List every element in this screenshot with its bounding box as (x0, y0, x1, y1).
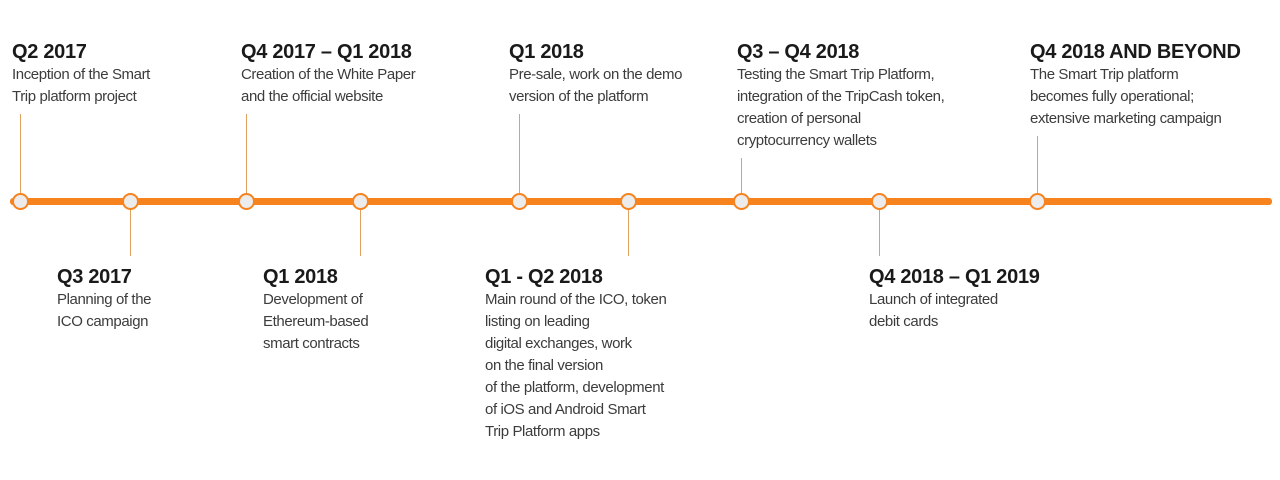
timeline-axis-line (10, 198, 1272, 205)
milestone-connector (879, 209, 880, 256)
milestone-connector (130, 209, 131, 256)
milestone-node (237, 192, 255, 210)
milestone-title: Q4 2018 AND BEYOND (1030, 41, 1241, 63)
milestone-description-line: on the final version (485, 357, 603, 374)
milestone-description-line: of the platform, development (485, 379, 664, 396)
milestone-description-line: Launch of integrated (869, 291, 998, 308)
milestone-description-line: smart contracts (263, 335, 360, 352)
milestone-description-line: Trip platform project (12, 88, 137, 105)
milestone-connector (1037, 136, 1038, 193)
milestone-node (870, 192, 888, 210)
milestone-connector (741, 158, 742, 193)
milestone-description-line: Creation of the White Paper (241, 66, 416, 83)
milestone-description: Pre-sale, work on the demo version of the… (509, 64, 682, 108)
milestone-node (1028, 192, 1046, 210)
milestone-description-line: creation of personal (737, 110, 861, 127)
milestone-node (11, 192, 29, 210)
milestone-description-line: version of the platform (509, 88, 649, 105)
milestone-node (121, 192, 139, 210)
milestone-title: Q1 - Q2 2018 (485, 266, 603, 288)
milestone-title: Q2 2017 (12, 41, 87, 63)
milestone-description-line: and the official website (241, 88, 383, 105)
milestone-description-line: debit cards (869, 313, 938, 330)
milestone-description-line: Trip Platform apps (485, 423, 600, 440)
milestone-title: Q1 2018 (263, 266, 338, 288)
milestone-title: Q4 2018 – Q1 2019 (869, 266, 1040, 288)
milestone-connector (628, 209, 629, 256)
milestone-description-line: becomes fully operational; (1030, 88, 1194, 105)
milestone-description: Testing the Smart Trip Platform, integrat… (737, 64, 945, 152)
milestone-description: The Smart Trip platform becomes fully ope… (1030, 64, 1241, 130)
milestone-description-line: listing on leading (485, 313, 590, 330)
milestone-description-line: Main round of the ICO, token (485, 291, 667, 308)
milestone-node (510, 192, 528, 210)
milestone-description-line: Ethereum-based (263, 313, 369, 330)
milestone-title: Q4 2017 – Q1 2018 (241, 41, 412, 63)
milestone-node (619, 192, 637, 210)
milestone-description-line: integration of the TripCash token, (737, 88, 945, 105)
milestone-description-line: of iOS and Android Smart (485, 401, 646, 418)
milestone-connector (20, 114, 21, 193)
milestone-description-line: The Smart Trip platform (1030, 66, 1179, 83)
milestone-description: Creation of the White Paper and the offic… (241, 64, 416, 108)
milestone-description: Development of Ethereum-based smart contra… (263, 289, 369, 355)
milestone-description-line: extensive marketing campaign (1030, 110, 1222, 127)
milestone-connector (246, 114, 247, 193)
milestone-description-line: Testing the Smart Trip Platform, (737, 66, 935, 83)
milestone-description: Launch of integrated debit cards (869, 289, 1040, 333)
milestone-connector (360, 209, 361, 256)
milestone-node (351, 192, 369, 210)
milestone-title: Q3 – Q4 2018 (737, 41, 860, 63)
milestone-description: Main round of the ICO, token listing on l… (485, 289, 667, 443)
milestone-title: Q1 2018 (509, 41, 584, 63)
milestone-connector (519, 114, 520, 193)
milestone-description-line: Pre-sale, work on the demo (509, 66, 683, 83)
milestone-description-line: ICO campaign (57, 313, 149, 330)
milestone-description-line: digital exchanges, work (485, 335, 632, 352)
milestone-description-line: cryptocurrency wallets (737, 132, 877, 149)
milestone-description-line: Planning of the (57, 291, 152, 308)
milestone-title: Q3 2017 (57, 266, 132, 288)
milestone-description-line: Development of (263, 291, 363, 308)
milestone-node (732, 192, 750, 210)
milestone-description-line: Inception of the Smart (12, 66, 150, 83)
